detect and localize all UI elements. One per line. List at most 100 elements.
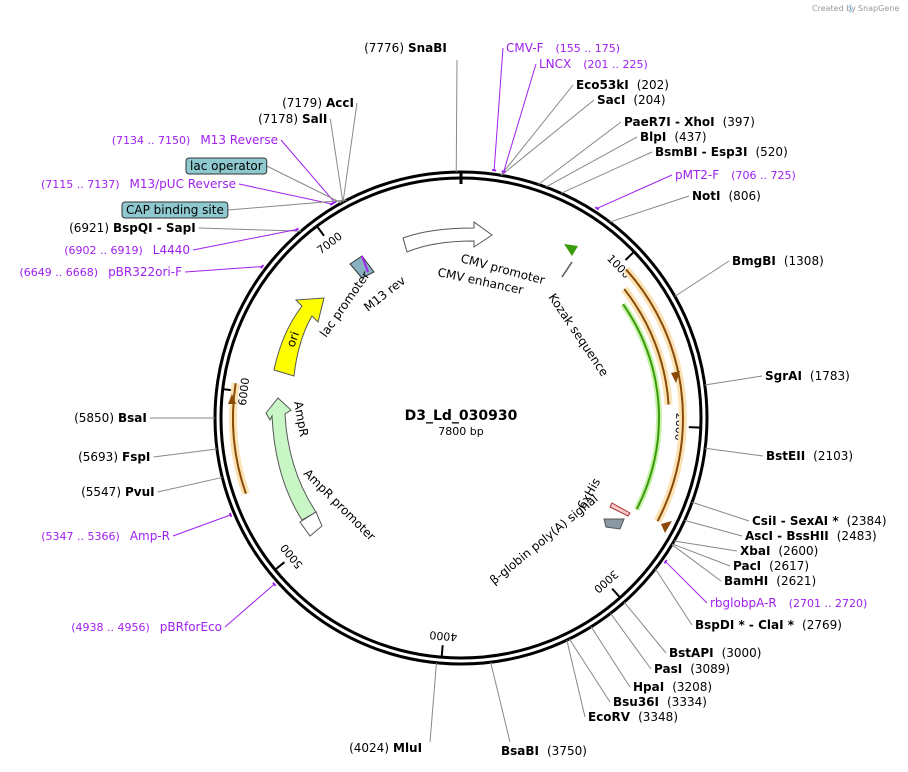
restriction-site-label[interactable]: EcoRV(3348) (588, 710, 678, 724)
site-name: PvuI (125, 485, 155, 499)
primer-label[interactable]: pBR322ori-F(6649 .. 6668) (20, 265, 183, 279)
site-position: (3000) (722, 646, 762, 660)
site-leader (566, 639, 586, 718)
primer-range: (5347 .. 5366) (41, 530, 120, 543)
restriction-site-label[interactable]: Bsu36I(3334) (613, 695, 707, 709)
restriction-site-label[interactable]: XbaI(2600) (740, 544, 818, 558)
primer-name: LNCX (539, 57, 571, 71)
primer-leader (238, 183, 332, 205)
ampr-promoter-arrow[interactable] (299, 511, 323, 537)
tick-label: 4000 (429, 628, 458, 643)
primer-label[interactable]: pBRforEco(4938 .. 4956) (71, 620, 222, 634)
primer-range: (6649 .. 6668) (20, 266, 99, 279)
site-leader (538, 121, 622, 185)
site-leader (691, 501, 750, 522)
restriction-site-label[interactable]: BspDI * - ClaI *(2769) (695, 618, 842, 632)
restriction-site-label[interactable]: (7178)SalI (258, 112, 327, 126)
orange-orf-outer-head (661, 521, 672, 533)
restriction-site-label[interactable]: Eco53kI(202) (576, 78, 669, 92)
site-name: XbaI (740, 544, 770, 558)
primer-label[interactable]: L4440(6902 .. 6919) (64, 243, 190, 257)
primer-label[interactable]: LNCX(201 .. 225) (539, 57, 648, 71)
restriction-site-label[interactable]: BlpI(437) (640, 130, 707, 144)
restriction-site-label[interactable]: SgrAI(1783) (765, 369, 850, 383)
restriction-site-label[interactable]: BstAPI (3000) (669, 646, 761, 660)
primer-label[interactable]: pMT2-F(706 .. 725) (675, 168, 796, 182)
primer-name: pBRforEco (160, 620, 222, 634)
restriction-site-label[interactable]: NotI(806) (692, 189, 761, 203)
green-orf-arrow[interactable] (622, 303, 660, 510)
primer-site-mark (332, 200, 337, 205)
restriction-site-label[interactable]: HpaI(3208) (633, 680, 712, 694)
primer-range: (155 .. 175) (555, 42, 620, 55)
restriction-site-label[interactable]: BamHI(2621) (724, 574, 816, 588)
site-position: (2483) (837, 529, 877, 543)
site-name: BstAPI (669, 646, 714, 660)
site-leader (429, 662, 437, 743)
restriction-site-label[interactable]: CsiI - SexAI *(2384) (752, 514, 887, 528)
primer-leader (503, 63, 537, 172)
restriction-site-label[interactable]: (7179)AccI (282, 96, 354, 110)
green-orf-head (564, 244, 578, 256)
cmv-promoter-arrow[interactable] (402, 221, 493, 253)
site-leader (455, 59, 458, 173)
restriction-site-label[interactable]: BmgBI(1308) (732, 254, 824, 268)
polya-signal-label: β-globin poly(A) signal (487, 492, 601, 588)
primer-label[interactable]: rbglobpA-R (2701 .. 2720) (710, 596, 867, 610)
ori-arrow[interactable] (273, 297, 325, 377)
primer-site-mark (272, 582, 277, 587)
restriction-site-label[interactable]: BstEII(2103) (766, 449, 853, 463)
amp-orf-arrow[interactable] (232, 383, 247, 495)
site-position: (5850) (74, 411, 114, 425)
polya-signal-marker[interactable] (603, 518, 625, 530)
restriction-site-label[interactable]: (5850)BsaI (74, 411, 147, 425)
site-name: BspDI * - ClaI * (695, 618, 795, 632)
site-name: HpaI (633, 680, 664, 694)
boxed-feature-label[interactable]: lac operator (185, 157, 268, 175)
restriction-site-label[interactable]: PacI(2617) (733, 559, 809, 573)
primer-label[interactable]: CMV-F(155 .. 175) (506, 41, 620, 55)
restriction-site-label[interactable]: PaeR7I - XhoI(397) (624, 115, 755, 129)
site-name: AccI (326, 96, 354, 110)
credit-prefix: Created by (812, 4, 856, 13)
site-name: SgrAI (765, 369, 802, 383)
site-position: (520) (755, 145, 787, 159)
primer-label[interactable]: M13 Reverse(7134 .. 7150) (112, 133, 278, 147)
restriction-site-label[interactable]: (5547)PvuI (81, 485, 155, 499)
primer-label[interactable]: M13/pUC Reverse(7115 .. 7137) (41, 177, 236, 191)
primer-leader (192, 229, 297, 251)
primer-leader (596, 174, 673, 209)
restriction-site-label[interactable]: AscI - BssHII(2483) (745, 529, 877, 543)
boxed-feature-box (121, 201, 229, 219)
site-leader (610, 613, 652, 670)
primer-site-mark (663, 559, 668, 564)
orange-orf-inner-arrow[interactable] (623, 288, 670, 405)
site-leader (500, 99, 595, 176)
restriction-site-label[interactable]: (6921)BspQI - SapI (69, 221, 196, 235)
restriction-site-label[interactable]: BsaBI(3750) (501, 744, 587, 758)
primer-range: (2701 .. 2720) (789, 597, 868, 610)
orange-orf-outer-arrow[interactable] (625, 268, 684, 522)
primer-name: rbglobpA-R (710, 596, 777, 610)
site-name: BmgBI (732, 254, 776, 268)
restriction-site-label[interactable]: PasI(3089) (654, 662, 730, 676)
restriction-site-label[interactable]: (5693)FspI (78, 450, 150, 464)
primer-range: (6902 .. 6919) (64, 244, 143, 257)
restriction-site-label[interactable]: (4024)MluI (349, 741, 422, 755)
site-leader (704, 375, 763, 386)
kozak-label: Kozak sequence (546, 291, 612, 379)
restriction-site-label[interactable]: SacI(204) (597, 93, 666, 107)
site-leader (590, 626, 631, 688)
site-position: (2621) (776, 574, 816, 588)
6xhis-marker[interactable] (609, 502, 631, 517)
restriction-site-label[interactable]: BsmBI - Esp3I(520) (655, 145, 788, 159)
primer-site-mark (492, 168, 497, 172)
primer-label[interactable]: Amp-R(5347 .. 5366) (41, 529, 170, 543)
site-name: Eco53kI (576, 78, 629, 92)
restriction-site-label[interactable]: (7776)SnaBI (364, 41, 447, 55)
site-leader (153, 448, 218, 458)
lac-promoter-marker[interactable] (349, 255, 375, 279)
snapgene-logo-icon: ⟆ (849, 4, 852, 13)
boxed-feature-label[interactable]: CAP binding site (121, 201, 229, 219)
site-name: CsiI - SexAI * (752, 514, 839, 528)
